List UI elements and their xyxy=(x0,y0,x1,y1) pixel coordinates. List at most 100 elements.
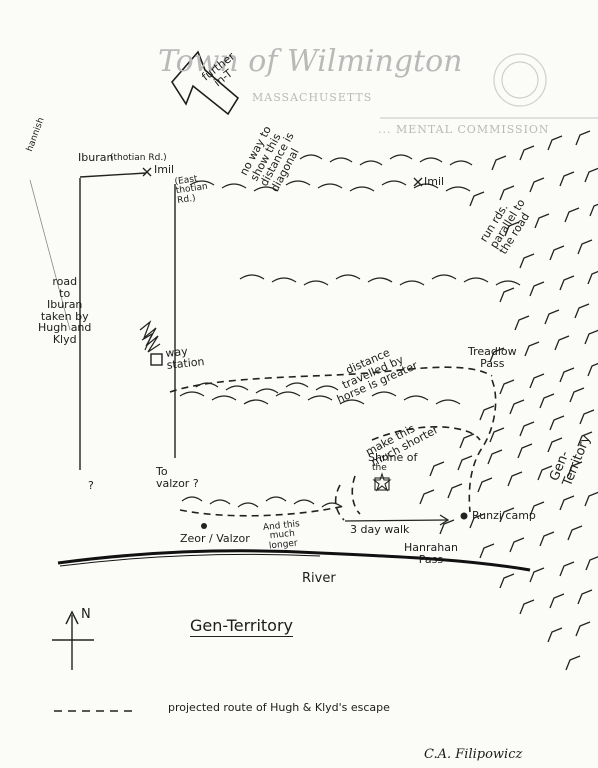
hill-icon xyxy=(317,183,343,189)
mountain-icon xyxy=(575,621,591,637)
label-river: River xyxy=(302,571,336,586)
mountain-icon xyxy=(577,239,593,255)
mountain-icon xyxy=(549,593,565,609)
hill-icon xyxy=(419,157,443,163)
mountain-icon xyxy=(509,537,525,553)
mountain-icon xyxy=(569,387,585,403)
mountain-icon xyxy=(575,130,591,146)
mountain-icon xyxy=(579,409,595,425)
label-shrine: Shrine of the xyxy=(368,451,418,473)
mountain-icon xyxy=(491,155,507,171)
mountain-icon xyxy=(499,287,515,303)
mountain-icon xyxy=(539,393,555,409)
zeor-dot xyxy=(201,523,207,529)
mountain-icon xyxy=(577,589,593,605)
hill-icon xyxy=(371,391,397,397)
mountain-icon xyxy=(469,191,485,207)
hill-icon xyxy=(381,180,407,186)
hill-icon xyxy=(285,382,309,388)
mountain-icon xyxy=(447,483,463,499)
label-imil-top: Imil xyxy=(154,163,175,176)
mountain-icon xyxy=(524,341,540,357)
mountain-icon xyxy=(499,379,515,395)
mountain-icon xyxy=(564,207,580,223)
mountain-icon xyxy=(584,167,598,183)
mountain-icon xyxy=(457,455,473,471)
hill-icon xyxy=(221,183,247,189)
label-runzi-camp: Runzi camp xyxy=(472,509,536,522)
mountain-icon xyxy=(507,471,523,487)
mountain-icon xyxy=(534,213,550,229)
mountain-icon xyxy=(529,177,545,193)
label-three-day-walk: 3 day walk xyxy=(350,523,410,536)
hill-icon xyxy=(211,395,237,401)
mountain-icon xyxy=(487,449,503,465)
hill-icon xyxy=(299,154,323,160)
mountain-icon xyxy=(565,655,581,671)
hill-icon xyxy=(209,499,231,505)
runzi-camp-dot xyxy=(460,512,468,520)
hill-icon xyxy=(285,180,311,186)
hill-icon xyxy=(237,502,259,508)
mountain-icon xyxy=(577,431,593,447)
river xyxy=(57,549,531,572)
mountain-icon xyxy=(587,270,598,285)
hill-icon xyxy=(189,180,215,186)
mountain-icon xyxy=(509,399,525,415)
mountain-icon xyxy=(529,281,545,297)
mountain-icon xyxy=(489,427,505,443)
hill-icon xyxy=(349,186,375,192)
hill-icon xyxy=(335,274,361,280)
hill-icon xyxy=(321,502,343,508)
hill-icon xyxy=(359,160,383,166)
hill-icon xyxy=(255,388,279,394)
road-note: road to Iburan taken by Hugh and Klyd xyxy=(38,275,92,346)
mountain-icon xyxy=(529,501,545,517)
hill-icon xyxy=(307,395,333,401)
hill-icon xyxy=(243,399,269,405)
mountain-icon xyxy=(499,507,515,523)
mountain-icon xyxy=(439,519,455,535)
mountain-icon xyxy=(517,443,533,459)
mountains xyxy=(419,130,598,671)
mountain-icon xyxy=(519,253,535,269)
hills xyxy=(179,154,521,508)
mountain-icon xyxy=(504,221,520,237)
label-way-station: way station xyxy=(164,344,206,372)
mountain-icon xyxy=(529,373,545,389)
hill-icon xyxy=(225,385,249,391)
direction-arrow-icon xyxy=(171,50,240,116)
label-thotian-rd: (thotian Rd.) xyxy=(110,153,167,163)
hill-icon xyxy=(431,274,457,280)
label-east-thotian: (East thotian Rd.) xyxy=(174,174,209,206)
mountain-icon xyxy=(567,525,583,541)
mountain-icon xyxy=(587,362,598,377)
hill-icon xyxy=(445,186,471,192)
letterhead-state: MASSACHUSETTS xyxy=(252,91,373,104)
letterhead-town: Town of Wilmington xyxy=(158,44,463,79)
mountain-icon xyxy=(554,335,570,351)
mountain-icon xyxy=(519,145,535,161)
mountain-icon xyxy=(584,329,598,345)
mountain-icon xyxy=(469,513,485,529)
escape-route xyxy=(169,366,497,521)
mountain-icon xyxy=(537,465,553,481)
letterhead-commission: ... MENTAL COMMISSION xyxy=(378,123,550,136)
mountain-icon xyxy=(419,489,435,505)
mountain-icon xyxy=(519,599,535,615)
road-top-connector xyxy=(79,172,147,178)
mountain-icon xyxy=(499,573,515,589)
hill-icon xyxy=(271,277,297,283)
signature: C.A. Filipowicz xyxy=(424,747,523,762)
label-question-mark: ? xyxy=(88,479,94,492)
hill-icon xyxy=(435,399,461,405)
hill-icon xyxy=(463,277,489,283)
hill-icon xyxy=(253,186,279,192)
label-gen-territory: Gen-Territory xyxy=(190,616,294,637)
mountain-icon xyxy=(567,461,583,477)
mountain-icon xyxy=(479,543,495,559)
mountain-icon xyxy=(459,433,475,449)
hill-icon xyxy=(449,160,473,166)
mountain-icon xyxy=(559,367,575,383)
